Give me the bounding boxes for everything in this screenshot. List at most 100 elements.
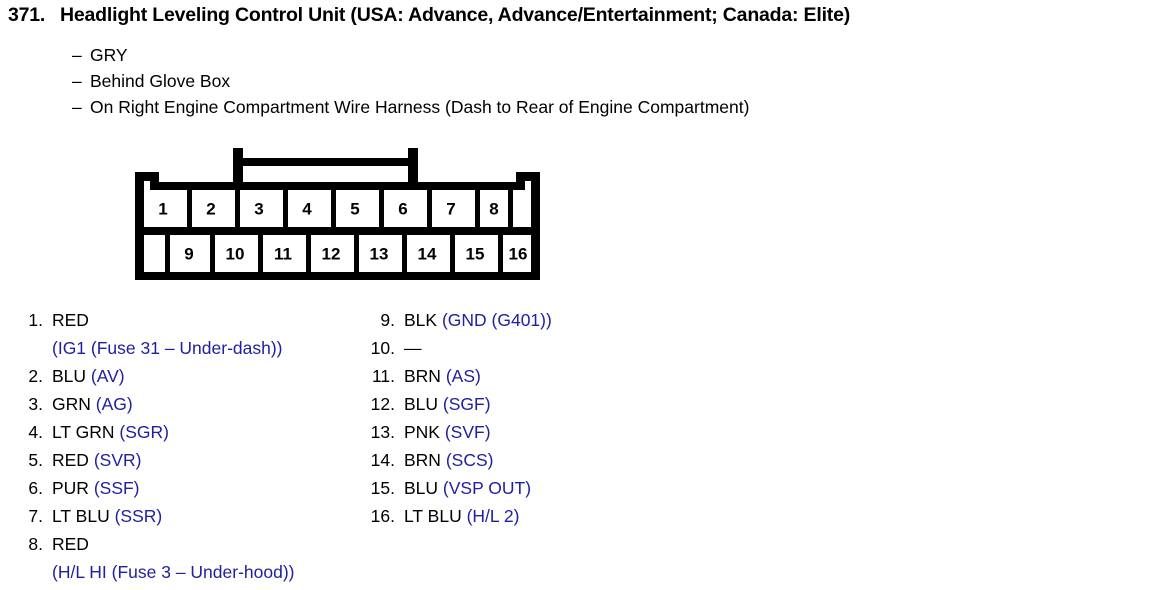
pin-list-item: 15.BLU (VSP OUT) <box>370 474 700 502</box>
wire-color: — <box>404 338 422 358</box>
connector-pin-7: 7 <box>446 199 455 218</box>
connector-pin-10: 10 <box>226 244 245 263</box>
detail-list: –GRY–Behind Glove Box–On Right Engine Co… <box>72 42 749 120</box>
pin-description: PNK (SVF) <box>404 418 700 446</box>
pin-description: BRN (SCS) <box>404 446 700 474</box>
connector-pin-9: 9 <box>184 244 193 263</box>
connector-pin-13: 13 <box>370 244 389 263</box>
pin-number: 15. <box>370 478 395 498</box>
detail-text: Behind Glove Box <box>90 71 231 91</box>
connector-pin-3: 3 <box>254 199 263 218</box>
pin-list-item: 12.BLU (SGF) <box>370 390 700 418</box>
pin-number: 5. <box>28 450 43 470</box>
circuit-name: (GND (G401)) <box>437 310 552 330</box>
pin-description: GRN (AG) <box>52 390 358 418</box>
wire-color: PUR <box>52 478 89 498</box>
title-number: 371. <box>8 4 46 26</box>
pin-list-item: 7. LT BLU (SSR) <box>18 502 358 530</box>
pin-list-item: 14. BRN (SCS) <box>370 446 700 474</box>
connector-pin-4: 4 <box>302 199 312 218</box>
dash-bullet-icon: – <box>72 71 82 91</box>
pin-list-item: 6. PUR (SSF) <box>18 474 358 502</box>
detail-text: On Right Engine Compartment Wire Harness… <box>90 97 750 117</box>
pin-number: 9. <box>380 310 395 330</box>
circuit-name: (SSF) <box>88 478 140 498</box>
detail-text: GRY <box>90 45 128 65</box>
circuit-name: (AS) <box>440 366 481 386</box>
pin-description: RED (SVR) <box>52 446 358 474</box>
pin-number: 16. <box>370 506 395 526</box>
connector-bottom-dividers <box>165 233 503 274</box>
title-text: Headlight Leveling Control Unit (USA: Ad… <box>60 4 851 26</box>
page-title: 371. Headlight Leveling Control Unit (US… <box>8 4 1158 27</box>
pin-number: 13. <box>370 422 395 442</box>
pin-description: BLK (GND (G401)) <box>404 306 700 334</box>
circuit-name: (SVR) <box>88 450 142 470</box>
pin-list-item: 13. PNK (SVF) <box>370 418 700 446</box>
circuit-name: (VSP OUT) <box>438 478 532 498</box>
pin-list-item: 11. BRN (AS) <box>370 362 700 390</box>
pin-number: 7. <box>28 506 43 526</box>
dash-bullet-icon: – <box>72 97 82 117</box>
pin-number: 3. <box>28 394 43 414</box>
circuit-name: (SGF) <box>438 394 491 414</box>
circuit-name: (SGR) <box>114 422 170 442</box>
connector-top-dividers <box>187 188 513 229</box>
wire-color: LT BLU <box>52 506 110 526</box>
connector-pin-5: 5 <box>350 199 359 218</box>
connector-top-pin-numbers: 1 2 3 4 5 6 7 8 <box>158 199 498 218</box>
pin-description: LT BLU (SSR) <box>52 502 358 530</box>
wire-color: LT BLU <box>404 506 462 526</box>
pin-list-item: 5. RED (SVR) <box>18 446 358 474</box>
circuit-name: (SVF) <box>439 422 491 442</box>
detail-line: –Behind Glove Box <box>72 68 749 94</box>
connector-pin-14: 14 <box>418 244 437 263</box>
pin-number: 1. <box>28 310 43 330</box>
pin-description: RED <box>52 530 358 558</box>
pin-description: BRN (AS) <box>404 362 700 390</box>
pin-list-item: 1. RED <box>18 306 358 334</box>
pin-number: 6. <box>28 478 43 498</box>
pin-list-item: 16. LT BLU (H/L 2) <box>370 502 700 530</box>
wire-color: RED <box>52 450 89 470</box>
pin-list-item: 2. BLU (AV) <box>18 362 358 390</box>
circuit-name-continuation: (IG1 (Fuse 31 – Under-dash)) <box>52 338 283 358</box>
pin-description: — <box>404 334 700 362</box>
pin-number: 2. <box>28 366 43 386</box>
circuit-name: (SCS) <box>440 450 494 470</box>
circuit-name: (AG) <box>90 394 133 414</box>
wire-color: BLU <box>52 366 87 386</box>
pin-number: 4. <box>28 422 43 442</box>
pin-number: 10. <box>370 338 395 358</box>
connector-pin-8: 8 <box>489 199 498 218</box>
circuit-name: (SSR) <box>109 506 163 526</box>
pin-number: 11. <box>371 366 395 386</box>
detail-line: –GRY <box>72 42 749 68</box>
connector-pin-16: 16 <box>509 244 528 263</box>
pin-list-item: 9. BLK (GND (G401)) <box>370 306 700 334</box>
pin-description: LT BLU (H/L 2) <box>404 502 700 530</box>
pin-description: RED <box>52 306 358 334</box>
wire-color: GRN <box>52 394 91 414</box>
wire-color: BLK <box>404 310 438 330</box>
wire-color: RED <box>52 310 89 330</box>
pin-list-item: 8.RED <box>18 530 358 558</box>
circuit-name: (AV) <box>86 366 125 386</box>
pin-list-item: 4. LT GRN (SGR) <box>18 418 358 446</box>
pin-description: BLU (AV) <box>52 362 358 390</box>
detail-line: –On Right Engine Compartment Wire Harnes… <box>72 94 749 120</box>
pin-list-left: 1. RED (IG1 (Fuse 31 – Under-dash)) 2. BLU (… <box>18 306 358 586</box>
pin-list-item: 3. GRN (AG) <box>18 390 358 418</box>
pin-list-item: 10. — <box>370 334 700 362</box>
wire-color: BRN <box>404 366 441 386</box>
pin-description: BLU (SGF) <box>404 390 700 418</box>
connector-pin-2: 2 <box>206 199 215 218</box>
wire-color: BLU <box>404 394 439 414</box>
connector-pin-1: 1 <box>158 199 167 218</box>
wire-color: PNK <box>404 422 440 442</box>
pin-number: 14. <box>370 450 395 470</box>
connector-pin-11: 11 <box>274 244 292 263</box>
circuit-name-continuation: (H/L HI (Fuse 3 – Under-hood)) <box>52 562 295 582</box>
pin-description: LT GRN (SGR) <box>52 418 358 446</box>
pin-description: PUR (SSF) <box>52 474 358 502</box>
